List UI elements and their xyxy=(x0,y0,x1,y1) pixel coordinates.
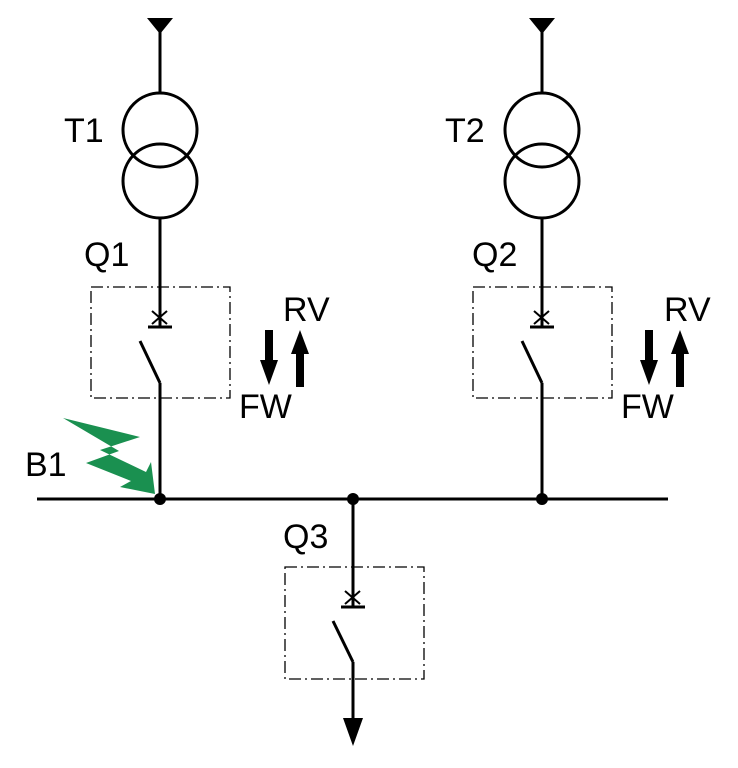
feeder-right: T2 Q2 RV FW xyxy=(445,18,711,498)
feeder-outgoing: Q3 xyxy=(283,499,425,746)
direction-arrows-right xyxy=(640,330,689,387)
reverse-label-right: RV xyxy=(664,291,711,329)
forward-label-right: FW xyxy=(621,388,674,426)
lightning-fault-icon xyxy=(63,418,155,494)
breaker-q1-icon xyxy=(138,310,172,384)
arrow-up-icon xyxy=(671,330,689,387)
transformer-t2-label: T2 xyxy=(445,112,485,150)
arrow-up-icon xyxy=(291,330,309,387)
transformer-t1-label: T1 xyxy=(64,112,104,150)
fault-b1: B1 xyxy=(25,418,155,494)
transformer-t1-icon xyxy=(121,91,199,220)
breaker-q1-label: Q1 xyxy=(84,236,129,274)
breaker-q2-icon xyxy=(520,310,554,384)
reverse-label-left: RV xyxy=(283,291,330,329)
arrow-down-icon xyxy=(640,330,658,385)
breaker-q2-label: Q2 xyxy=(472,236,517,274)
breaker-q3-icon xyxy=(331,590,365,663)
transformer-t2-icon xyxy=(503,91,581,220)
breaker-q3-label: Q3 xyxy=(283,518,328,556)
direction-arrows-left xyxy=(260,330,309,387)
breaker-q3-enclosure xyxy=(284,566,425,680)
arrow-down-icon xyxy=(260,330,278,385)
feeder-left: T1 Q1 RV FW xyxy=(64,18,330,498)
junction-dot xyxy=(154,493,166,505)
junction-dot xyxy=(536,493,548,505)
fault-b1-label: B1 xyxy=(25,446,67,484)
forward-label-left: FW xyxy=(239,388,292,426)
load-arrow-icon xyxy=(343,718,363,746)
